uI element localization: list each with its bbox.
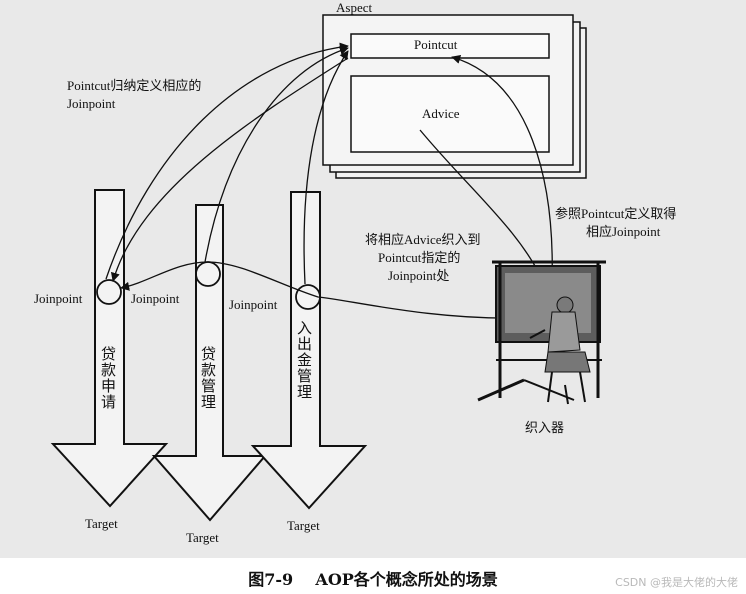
- target-name-2: 贷款管理: [199, 346, 217, 410]
- note-weave-line2: Pointcut指定的: [378, 250, 461, 265]
- target-label-1: Target: [85, 516, 118, 531]
- target-name-1: 贷款申请: [99, 346, 117, 410]
- joinpoint-label-2: Joinpoint: [131, 291, 180, 306]
- curve-weaver-to-joinpoints: [120, 261, 521, 319]
- target-name-3: 入出金管理: [295, 320, 313, 400]
- curve-advice-to-jp1: [110, 57, 349, 282]
- note-pointcut-define-line2: Joinpoint: [67, 96, 116, 111]
- figure-number: 图7-9: [248, 570, 294, 589]
- note-refer-line1: 参照Pointcut定义取得: [555, 206, 677, 221]
- curve-jp2-to-pointcut: [204, 46, 349, 263]
- weaver-label: 织入器: [525, 421, 565, 436]
- note-weave-line1: 将相应Advice织入到: [365, 232, 481, 247]
- note-pointcut-define-line1: Pointcut归纳定义相应的: [67, 78, 202, 93]
- target-arrow-3: [250, 191, 368, 510]
- curve-jp3-to-pointcut: [303, 50, 349, 285]
- pointcut-box: [350, 33, 550, 59]
- figure-caption: 图7-9 AOP各个概念所处的场景: [0, 566, 746, 590]
- target-label-2: Target: [186, 530, 219, 545]
- note-refer-line2: 相应Joinpoint: [586, 224, 661, 239]
- joinpoint-circle-1: [96, 279, 122, 305]
- advice-box: [350, 75, 550, 153]
- weaver-at-loom-illustration: [477, 260, 606, 405]
- figure-title: AOP各个概念所处的场景: [315, 570, 498, 589]
- pointcut-label: Pointcut: [414, 37, 458, 52]
- curve-jp1-to-pointcut: [105, 42, 349, 280]
- note-weave-line3: Joinpoint处: [388, 268, 450, 283]
- aspect-title: Aspect: [336, 0, 373, 15]
- target-label-3: Target: [287, 518, 320, 533]
- joinpoint-label-1: Joinpoint: [34, 291, 83, 306]
- target-arrow-2: [151, 204, 268, 522]
- curve-weaver-to-pointcut: [451, 54, 553, 284]
- source-credit: CSDN @我是大佬的大佬: [615, 576, 738, 589]
- joinpoint-label-3: Joinpoint: [229, 297, 278, 312]
- advice-label: Advice: [422, 106, 460, 121]
